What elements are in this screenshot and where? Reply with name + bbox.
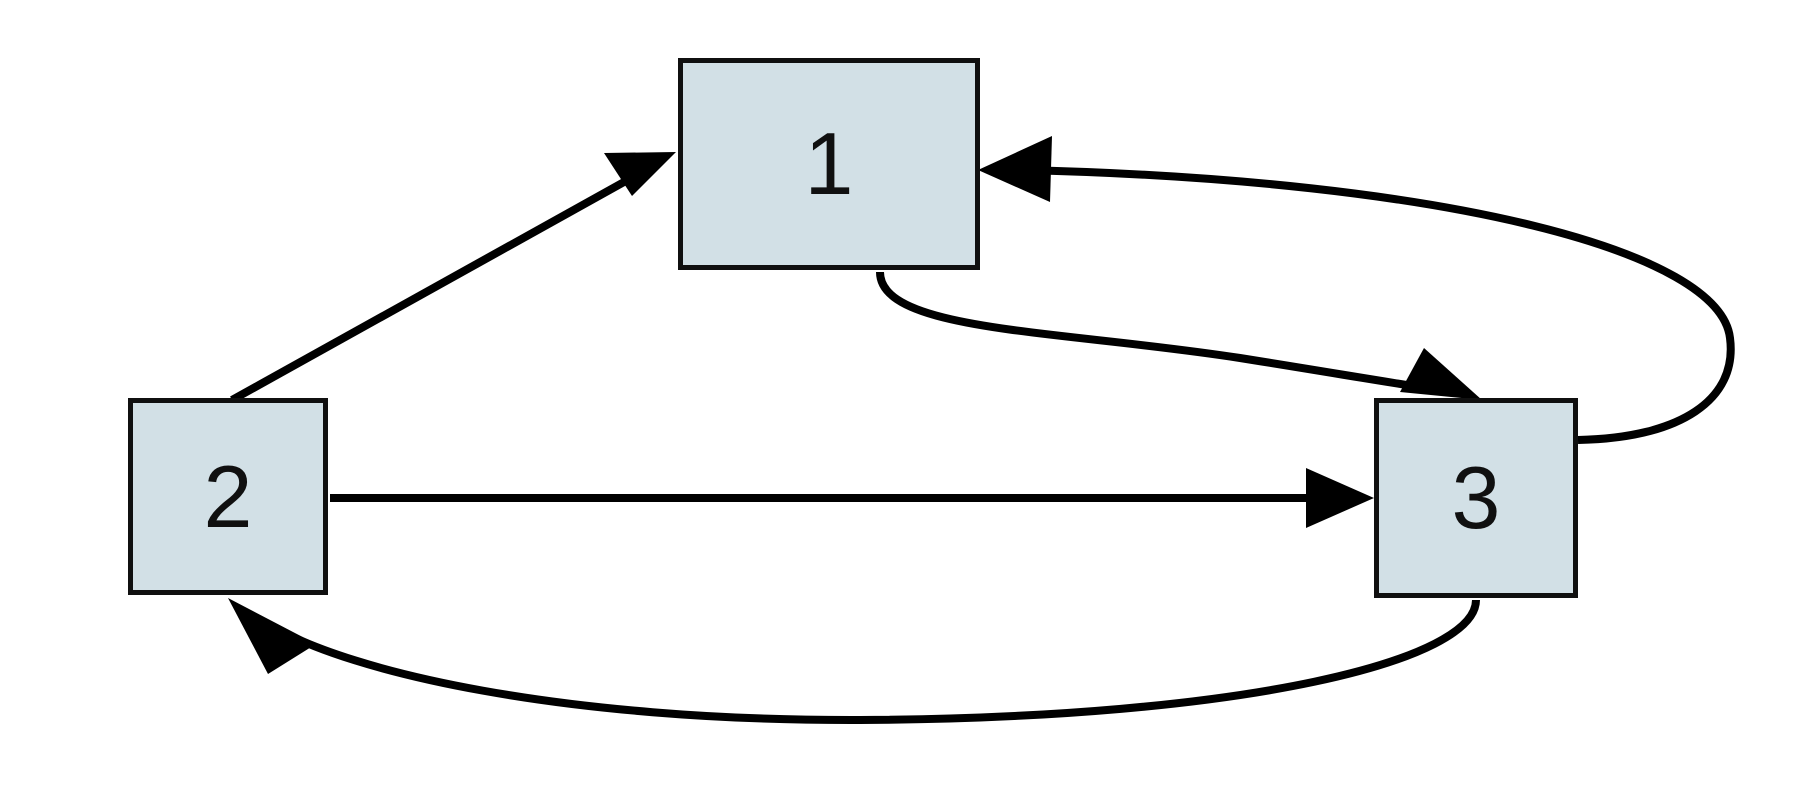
edge-2-to-3[interactable] xyxy=(330,468,1374,528)
edge-1-to-3-arrowhead xyxy=(1400,348,1482,400)
edge-3-to-2-line xyxy=(269,599,1480,725)
edge-3-to-1-line xyxy=(1021,166,1735,444)
edge-1-to-3[interactable] xyxy=(876,271,1482,400)
graph-node-1-label: 1 xyxy=(804,114,854,213)
edge-1-to-3-line xyxy=(876,271,1453,396)
graph-node-2[interactable]: 2 xyxy=(128,398,328,595)
edge-2-to-3-arrowhead xyxy=(1306,468,1374,528)
edge-2-to-1[interactable] xyxy=(230,152,676,404)
graph-node-3[interactable]: 3 xyxy=(1374,398,1578,598)
graph-node-2-label: 2 xyxy=(203,446,253,546)
edge-3-to-1-arrowhead xyxy=(978,136,1052,202)
edge-3-to-1[interactable] xyxy=(978,136,1735,444)
graph-node-1[interactable]: 1 xyxy=(678,58,980,270)
edge-3-to-2-arrowhead xyxy=(228,598,316,674)
graph-node-3-label: 3 xyxy=(1451,448,1501,547)
edge-3-to-2[interactable] xyxy=(228,598,1480,725)
edge-2-to-1-arrowhead xyxy=(604,152,676,196)
edge-2-to-1-line xyxy=(230,158,662,404)
